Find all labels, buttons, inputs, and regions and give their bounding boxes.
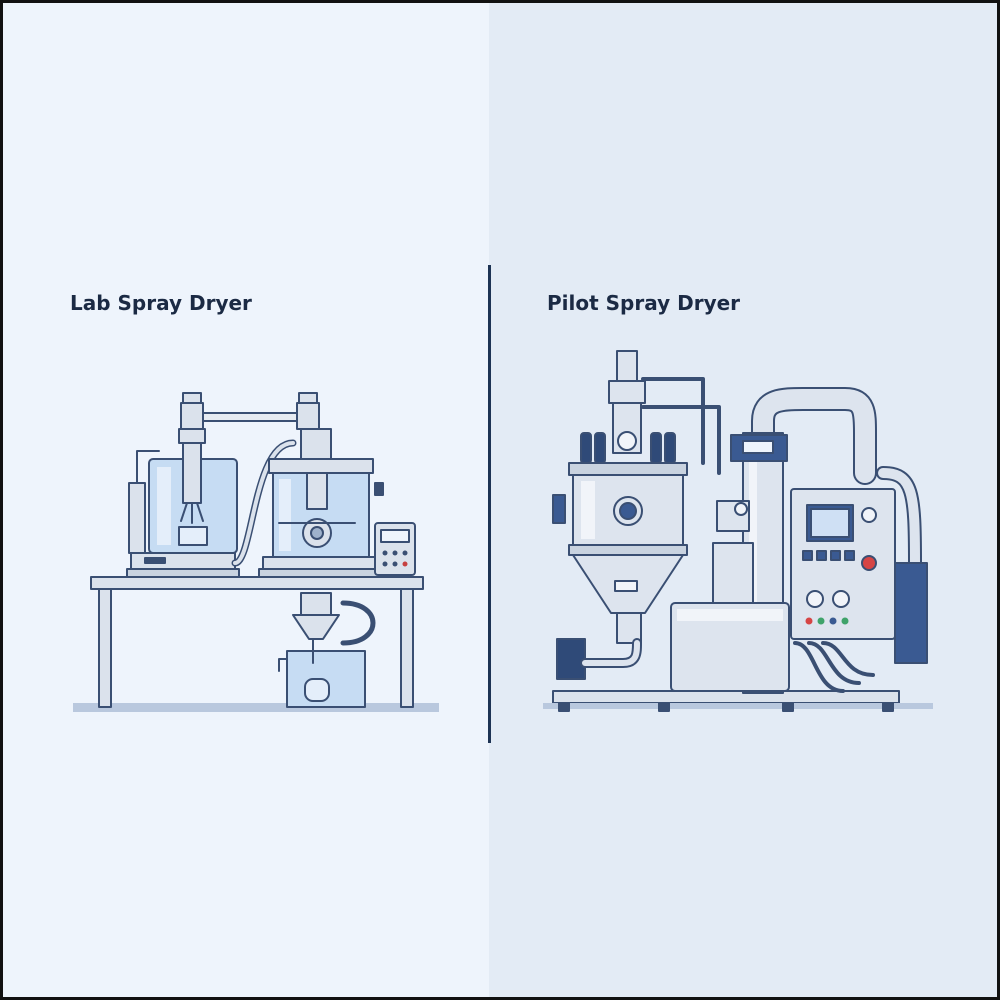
lab-drying-chamber — [126, 428, 240, 578]
pilot-base-frame — [543, 690, 933, 712]
pilot-feed-pump — [556, 638, 642, 680]
lab-table — [90, 576, 424, 708]
lab-control-box — [374, 522, 416, 576]
lab-top-pipe — [180, 392, 320, 430]
pilot-drying-chamber — [552, 350, 721, 644]
lab-floor-shadow — [73, 703, 439, 712]
pilot-spray-dryer-illustration — [543, 350, 933, 712]
pilot-collection-tank — [670, 500, 790, 692]
panel-divider — [488, 265, 491, 743]
lab-panel — [3, 3, 489, 997]
lab-title: Lab Spray Dryer — [70, 291, 252, 315]
lab-cyclone-vessel — [258, 428, 384, 578]
pilot-control-panel — [790, 488, 928, 664]
lab-spray-dryer-illustration — [73, 392, 439, 712]
pilot-overhead-duct — [751, 387, 922, 570]
pilot-lower-piping — [793, 641, 875, 693]
lab-collector — [278, 592, 376, 708]
pilot-title: Pilot Spray Dryer — [547, 291, 741, 315]
